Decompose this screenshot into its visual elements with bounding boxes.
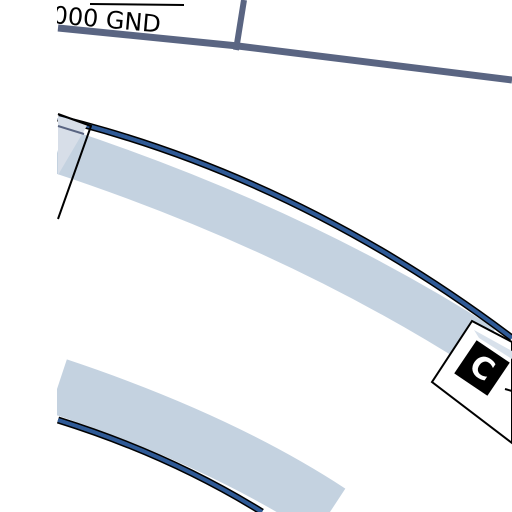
left-label-box-outline [57,113,93,220]
airspace-class-label-frame-shade [474,330,512,359]
altitude-label-underline [89,3,185,6]
left-label-box-shading [58,116,88,175]
airspace-class-c-badge-icon [454,340,510,396]
outer-airspace-shaded-band [50,128,496,368]
outer-airspace-boundary [57,116,512,340]
altitude-label: 000 GND [51,1,161,38]
inner-airspace-boundary [57,418,264,512]
inner-airspace-shaded-band [49,359,346,512]
upper-vertical-feature-line [233,0,247,51]
airspace-class-label-tick [504,388,512,392]
left-label-box-inner-line [57,125,85,135]
upper-feature-line [57,24,512,84]
airspace-class-label[interactable]: C [430,319,512,445]
left-map-gutter [0,0,57,512]
